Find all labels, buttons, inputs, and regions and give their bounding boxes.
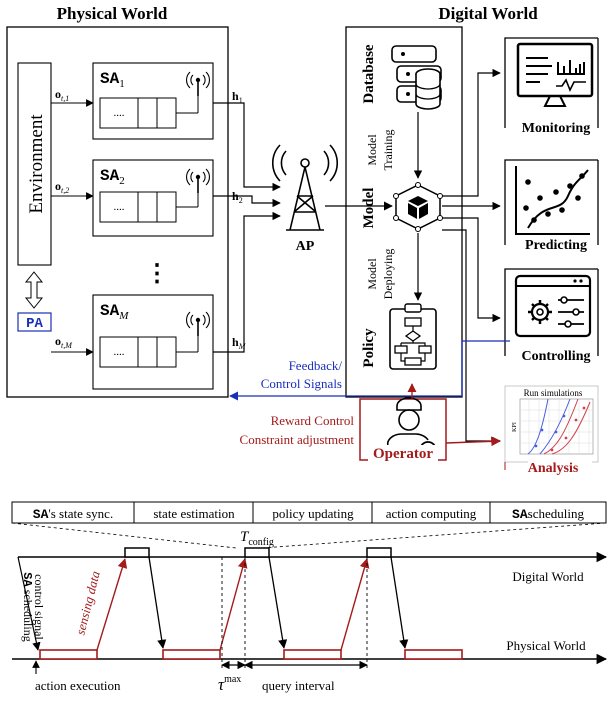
monitoring-panel: Monitoring bbox=[504, 37, 599, 136]
stage-sa-scheduling: SAscheduling bbox=[512, 506, 584, 522]
stage-bar bbox=[11, 501, 607, 524]
physical-world-title: Physical World bbox=[57, 4, 168, 23]
digital-config-blocks bbox=[124, 547, 392, 558]
sa-1-queue-dots: .... bbox=[114, 107, 125, 119]
sensing-data-label: sensing data bbox=[72, 569, 102, 637]
scatter-chart-icon bbox=[515, 166, 590, 235]
channel-m-label: hM bbox=[232, 335, 247, 351]
sa-m-box bbox=[92, 294, 214, 390]
sa-1-label: SA1 bbox=[100, 70, 125, 90]
channel-2-label: h2 bbox=[232, 189, 243, 205]
sa-m-queue-dots: .... bbox=[114, 346, 125, 358]
pa-label: PA bbox=[26, 316, 43, 332]
observation-m-label: ot,M bbox=[55, 334, 73, 350]
feedback-label-line1: Feedback/ bbox=[289, 358, 343, 373]
ap-label: AP bbox=[296, 239, 315, 254]
database-icon bbox=[391, 45, 442, 110]
sa-scheduling-vertical-label: SA scheduling bbox=[20, 572, 35, 641]
channel-1-label: h1 bbox=[232, 89, 243, 105]
operator-label: Operator bbox=[373, 446, 433, 462]
sa-2-label: SA2 bbox=[100, 167, 125, 187]
policy-label: Policy bbox=[361, 328, 377, 368]
observation-2-label: ot,2 bbox=[55, 179, 69, 195]
agents-ellipsis: ⋮ bbox=[145, 261, 169, 287]
sensing-agent-m: SAM .... bbox=[92, 294, 214, 390]
antenna-icon bbox=[185, 71, 211, 97]
constraint-adjustment-label: Constraint adjustment bbox=[240, 432, 355, 447]
sensing-agent-1: SA1 .... bbox=[92, 62, 214, 140]
sensing-agent-2: SA2 .... bbox=[92, 159, 214, 237]
control-panel-icon bbox=[514, 274, 592, 338]
sa-m-label: SAM bbox=[100, 302, 129, 322]
model-label: Model bbox=[361, 188, 377, 229]
controlling-label: Controlling bbox=[522, 349, 591, 364]
feedback-label-line2: Control Signals bbox=[261, 376, 342, 391]
analysis-chart-ylabel: KPI bbox=[512, 422, 518, 432]
stage-sa-state-sync: SA's state sync. bbox=[33, 506, 113, 522]
ap-tower-icon bbox=[271, 144, 339, 231]
action-execution-label: action execution bbox=[35, 678, 121, 693]
analysis-panel: Run simulations KPI Analysis bbox=[504, 385, 599, 476]
reward-control-label: Reward Control bbox=[271, 413, 355, 428]
stage-policy-updating: policy updating bbox=[272, 506, 354, 521]
environment-box bbox=[17, 62, 52, 266]
query-interval-label: query interval bbox=[262, 678, 335, 693]
pa-box bbox=[17, 312, 52, 332]
sensing-data-arrows bbox=[96, 558, 370, 651]
control-signal-label: control signal bbox=[32, 574, 46, 640]
tau-max-label: τmax bbox=[218, 674, 241, 694]
physical-sensing-blocks bbox=[39, 649, 463, 660]
digital-world-timeline-label: Digital World bbox=[512, 569, 584, 584]
stage-bar-cells: SA's state sync. state estimation policy… bbox=[33, 502, 584, 523]
control-signal-arrows bbox=[148, 556, 409, 649]
monitoring-label: Monitoring bbox=[522, 121, 590, 136]
digital-core-panel bbox=[345, 26, 463, 398]
physical-world-timeline-label: Physical World bbox=[506, 638, 586, 653]
model-deploying-line1: Model bbox=[365, 258, 379, 290]
controlling-panel: Controlling bbox=[504, 268, 599, 364]
model-training-line1: Model bbox=[365, 134, 379, 166]
predicting-panel: Predicting bbox=[504, 159, 599, 253]
digital-world-title: Digital World bbox=[438, 4, 538, 23]
model-cube-icon bbox=[393, 182, 443, 232]
antenna-icon bbox=[185, 311, 211, 337]
antenna-icon bbox=[185, 168, 211, 194]
analysis-chart-title: Run simulations bbox=[524, 388, 583, 398]
analysis-label: Analysis bbox=[528, 461, 579, 476]
model-training-line2: Training bbox=[381, 130, 395, 171]
predicting-label: Predicting bbox=[525, 238, 587, 253]
policy-clipboard-icon bbox=[389, 303, 437, 370]
stage-state-estimation: state estimation bbox=[153, 506, 235, 521]
stage-action-computing: action computing bbox=[386, 506, 477, 521]
model-deploying-line2: Deploying bbox=[381, 249, 395, 300]
environment-label: Environment bbox=[26, 114, 47, 214]
gear-icon bbox=[530, 302, 550, 322]
sa-2-queue-dots: .... bbox=[114, 201, 125, 213]
operator-box: Operator bbox=[359, 397, 447, 462]
database-label: Database bbox=[361, 44, 377, 104]
observation-1-label: ot,1 bbox=[55, 87, 69, 103]
t-config-label: Tconfig bbox=[240, 529, 274, 548]
physical-world-panel bbox=[6, 26, 229, 398]
interval-guides bbox=[221, 557, 368, 670]
environment-pa-exchange-icon bbox=[24, 271, 44, 309]
